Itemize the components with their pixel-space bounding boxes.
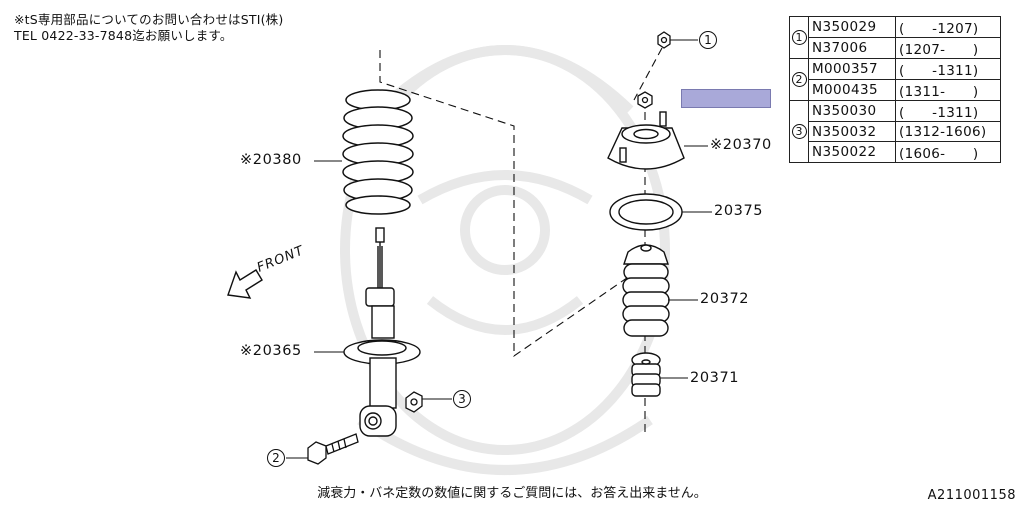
part-label-strut: ※20365: [240, 343, 302, 359]
part-reference-table: 1 N350029 ( -1207) N37006 (1207- ) 2 M00…: [789, 16, 1001, 163]
date-range-cell: (1311- ): [895, 79, 1001, 101]
highlighted-part-box[interactable]: [681, 89, 771, 108]
table-row[interactable]: 1 N350029 ( -1207): [789, 16, 1001, 59]
mounting-nut: [405, 391, 423, 413]
table-row[interactable]: M000435 (1311- ): [790, 79, 1001, 101]
part-number-cell: N350022: [808, 141, 896, 163]
top-nut: [657, 31, 671, 49]
part-label-spring: ※20380: [240, 152, 302, 168]
bump-stop: [631, 352, 661, 397]
group-key-1: 1: [789, 16, 809, 59]
part-label-seat: 20375: [714, 203, 764, 219]
part-number-cell: N37006: [808, 37, 896, 59]
strut-assembly: [343, 227, 421, 437]
part-number-cell: M000357: [808, 58, 896, 80]
date-range-cell: (1606- ): [895, 141, 1001, 163]
date-range-cell: ( -1207): [895, 16, 1001, 38]
table-row[interactable]: N350022 (1606- ): [790, 141, 1001, 163]
inquiry-note-line2: TEL 0422-33-7848迄お願いします。: [14, 28, 233, 43]
part-number-cell: N350032: [808, 121, 896, 142]
watermark-emblem: [340, 45, 670, 475]
dust-boot: [622, 244, 670, 337]
front-arrow-icon: [227, 269, 263, 299]
coil-spring: [342, 89, 414, 215]
table-row[interactable]: N350032 (1312-1606): [790, 121, 1001, 142]
strut-mount: [607, 111, 685, 170]
diagram-id: A211001158: [927, 488, 1016, 503]
inquiry-note: ※tS専用部品についてのお問い合わせはSTI(株) TEL 0422-33-78…: [14, 12, 283, 44]
inquiry-note-line1: ※tS専用部品についてのお問い合わせはSTI(株): [14, 12, 284, 27]
table-row[interactable]: 3 N350030 ( -1311): [789, 100, 1001, 163]
upper-spring-seat: [609, 193, 683, 231]
mount-nut: [637, 91, 653, 109]
leader-lines: [286, 39, 712, 459]
part-label-mount: ※20370: [710, 137, 772, 153]
part-number-cell: M000435: [808, 79, 896, 101]
table-row[interactable]: 2 M000357 ( -1311): [789, 58, 1001, 101]
table-row[interactable]: N37006 (1207- ): [790, 37, 1001, 59]
callout-1: 1: [699, 31, 717, 49]
part-label-boot: 20372: [700, 291, 750, 307]
mounting-bolt: [307, 433, 359, 465]
date-range-cell: (1207- ): [895, 37, 1001, 59]
footer-note: 減衰力・バネ定数の数値に関するご質問には、お答え出来ません。: [317, 486, 707, 501]
part-number-cell: N350030: [808, 100, 896, 122]
date-range-cell: ( -1311): [895, 58, 1001, 80]
callout-3: 3: [453, 390, 471, 408]
date-range-cell: (1312-1606): [895, 121, 1001, 142]
group-key-2: 2: [789, 58, 809, 101]
group-key-3: 3: [789, 100, 809, 163]
part-number-cell: N350029: [808, 16, 896, 38]
part-label-bump-stop: 20371: [690, 370, 740, 386]
callout-2: 2: [267, 449, 285, 467]
date-range-cell: ( -1311): [895, 100, 1001, 122]
